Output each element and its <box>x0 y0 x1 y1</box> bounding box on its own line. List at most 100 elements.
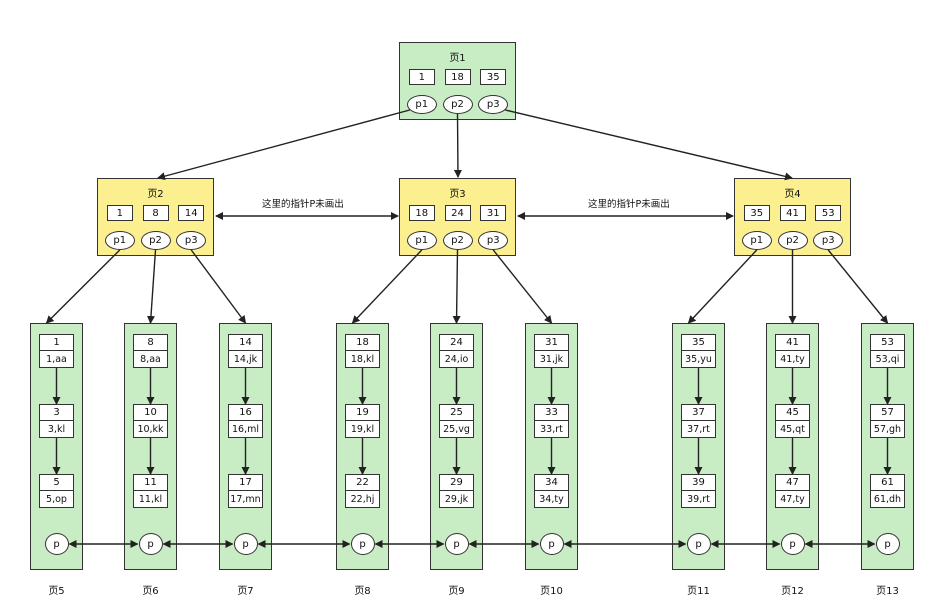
record-value: 47,ty <box>780 493 805 505</box>
internal-node-2-pointer-p3: p3 <box>176 231 207 250</box>
record-key: 47 <box>776 475 809 491</box>
internal-node-4-pointer-p2: p2 <box>777 231 808 250</box>
record-value: 61,dh <box>873 493 902 505</box>
record-key: 8 <box>134 335 167 351</box>
record-value: 19,kl <box>350 423 375 435</box>
internal-node-2-pointer-p2: p2 <box>140 231 171 250</box>
record-value: 5,op <box>46 493 67 505</box>
record-value: 8,aa <box>140 353 161 365</box>
internal-to-leaf-arrow <box>351 249 423 324</box>
record-value: 1,aa <box>46 353 67 365</box>
internal-node-2-key: 14 <box>178 205 205 221</box>
leaf-record: 34 34,ty <box>534 474 569 508</box>
record-key: 22 <box>346 475 379 491</box>
leaf-page-label: 页8 <box>354 586 371 597</box>
internal-node-4-key: 41 <box>779 205 806 221</box>
internal-to-leaf-arrow <box>687 249 758 324</box>
record-key: 19 <box>346 405 379 421</box>
record-key: 17 <box>229 475 262 491</box>
record-value: 31,jk <box>539 353 564 365</box>
internal-node-3-pointer-p2: p2 <box>442 231 473 250</box>
record-value: 41,ty <box>780 353 805 365</box>
internal-node-2-key: 1 <box>106 205 133 221</box>
leaf-next-pointer: p <box>233 533 258 555</box>
record-value: 22,hj <box>350 493 375 505</box>
internal-node-3-pointer-p3: p3 <box>478 231 509 250</box>
root-to-page4-arrow <box>505 109 793 181</box>
internal-node-4-key: 53 <box>815 205 842 221</box>
root-to-page2-arrow <box>157 109 410 181</box>
internal-to-leaf-arrow <box>146 249 157 324</box>
record-key: 53 <box>871 335 904 351</box>
leaf-record: 41 41,ty <box>775 334 810 368</box>
record-value: 57,gh <box>873 423 902 435</box>
record-key: 3 <box>40 405 73 421</box>
leaf-next-pointer: p <box>138 533 163 555</box>
record-value: 29,jk <box>444 493 469 505</box>
leaf-page-label: 页9 <box>448 586 465 597</box>
record-value: 17,mn <box>230 493 261 505</box>
record-key: 1 <box>40 335 73 351</box>
record-key: 25 <box>440 405 473 421</box>
leaf-page-label: 页11 <box>687 586 710 597</box>
record-value: 24,io <box>444 353 469 365</box>
record-key: 18 <box>346 335 379 351</box>
leaf-page-label: 页5 <box>48 586 65 597</box>
internal-node-2-pointer-p1: p1 <box>104 231 135 250</box>
record-key: 10 <box>134 405 167 421</box>
leaf-page-label: 页13 <box>876 586 899 597</box>
internal-node-4-pointer-p3: p3 <box>813 231 844 250</box>
internal-to-leaf-arrow <box>827 249 889 324</box>
record-value: 3,kl <box>47 423 66 435</box>
record-key: 24 <box>440 335 473 351</box>
record-key: 41 <box>776 335 809 351</box>
root-node-key: 18 <box>444 69 471 85</box>
root-node-pointer-p3: p3 <box>478 95 509 114</box>
record-value: 34,ty <box>539 493 564 505</box>
leaf-record: 24 24,io <box>439 334 474 368</box>
record-key: 45 <box>776 405 809 421</box>
record-value: 11,kl <box>138 493 163 505</box>
leaf-record: 45 45,qt <box>775 404 810 438</box>
root-node-pointer-p2: p2 <box>442 95 473 114</box>
record-key: 14 <box>229 335 262 351</box>
record-key: 16 <box>229 405 262 421</box>
record-key: 31 <box>535 335 568 351</box>
record-value: 39,rt <box>687 493 710 505</box>
root-node-key: 35 <box>480 69 507 85</box>
record-value: 25,vg <box>443 423 470 435</box>
internal-node-3-pointer-p1: p1 <box>406 231 437 250</box>
annotation-note: 这里的指针P未画出 <box>588 199 670 210</box>
record-value: 45,qt <box>780 423 805 435</box>
internal-node-3-key: 31 <box>480 205 507 221</box>
record-key: 34 <box>535 475 568 491</box>
record-value: 53,qi <box>875 353 900 365</box>
leaf-record: 5 5,op <box>39 474 74 508</box>
record-key: 5 <box>40 475 73 491</box>
leaf-record: 31 31,jk <box>534 334 569 368</box>
internal-node-4-key: 35 <box>743 205 770 221</box>
leaf-record: 1 1,aa <box>39 334 74 368</box>
internal-node-3-title: 页3 <box>449 189 466 200</box>
leaf-record: 10 10,kk <box>133 404 168 438</box>
leaf-next-pointer: p <box>44 533 69 555</box>
annotation-note: 这里的指针P未画出 <box>262 199 344 210</box>
record-value: 35,yu <box>685 353 712 365</box>
internal-node-4-pointer-p1: p1 <box>741 231 772 250</box>
record-value: 16,ml <box>231 423 259 435</box>
leaf-next-pointer: p <box>686 533 711 555</box>
leaf-next-pointer: p <box>539 533 564 555</box>
record-value: 10,kk <box>137 423 164 435</box>
leaf-next-pointer: p <box>875 533 900 555</box>
root-to-page3-arrow <box>453 113 462 178</box>
leaf-record: 16 16,ml <box>228 404 263 438</box>
leaf-next-pointer: p <box>780 533 805 555</box>
record-key: 29 <box>440 475 473 491</box>
leaf-record: 53 53,qi <box>870 334 905 368</box>
